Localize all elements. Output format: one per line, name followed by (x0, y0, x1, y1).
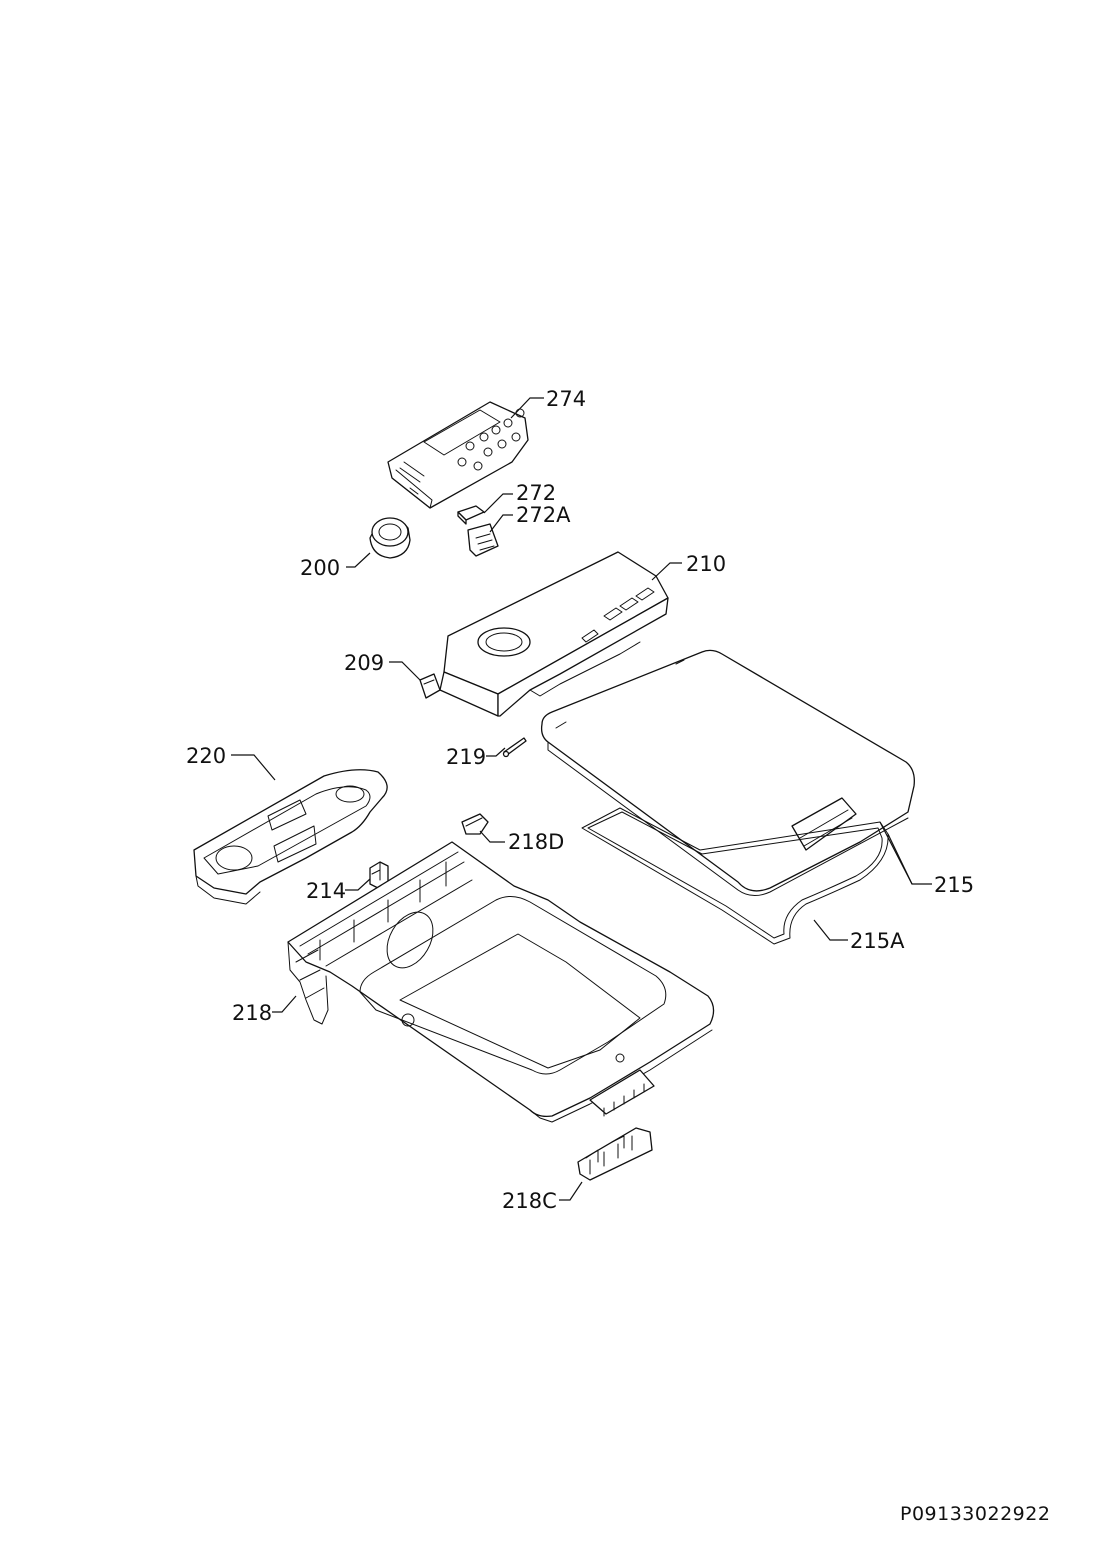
label-274: 274 (546, 387, 586, 411)
label-209: 209 (344, 651, 384, 675)
label-215: 215 (934, 873, 974, 897)
document-id: P09133022922 (900, 1503, 1050, 1525)
label-218d: 218D (508, 830, 564, 854)
part-209-switch[interactable] (419, 673, 441, 699)
part-274-control-board[interactable] (387, 401, 529, 509)
part-218-worktop-frame[interactable] (287, 841, 715, 1123)
part-220-dispenser-drawer[interactable] (193, 769, 388, 905)
part-218c-connector-block[interactable] (577, 1127, 653, 1181)
part-218d-latch[interactable] (461, 813, 489, 835)
label-220: 220 (186, 744, 226, 768)
label-272a: 272A (516, 503, 571, 527)
part-272a-holder[interactable] (467, 523, 499, 557)
label-215a: 215A (850, 929, 905, 953)
label-200: 200 (300, 556, 340, 580)
part-215-lid[interactable] (540, 649, 915, 896)
label-272: 272 (516, 481, 556, 505)
callout-labels: 274 272 272A 200 210 209 219 220 218D 21… (186, 387, 974, 1213)
part-272-connector[interactable] (457, 505, 485, 525)
label-219: 219 (446, 745, 486, 769)
leader-lines (231, 397, 932, 1201)
label-214: 214 (306, 879, 346, 903)
part-219-pin[interactable] (502, 737, 527, 758)
part-210-control-panel[interactable] (439, 551, 669, 717)
part-215a-seal[interactable] (581, 807, 889, 945)
part-200-knob[interactable] (369, 517, 411, 559)
label-210: 210 (686, 552, 726, 576)
label-218: 218 (232, 1001, 272, 1025)
label-218c: 218C (502, 1189, 557, 1213)
